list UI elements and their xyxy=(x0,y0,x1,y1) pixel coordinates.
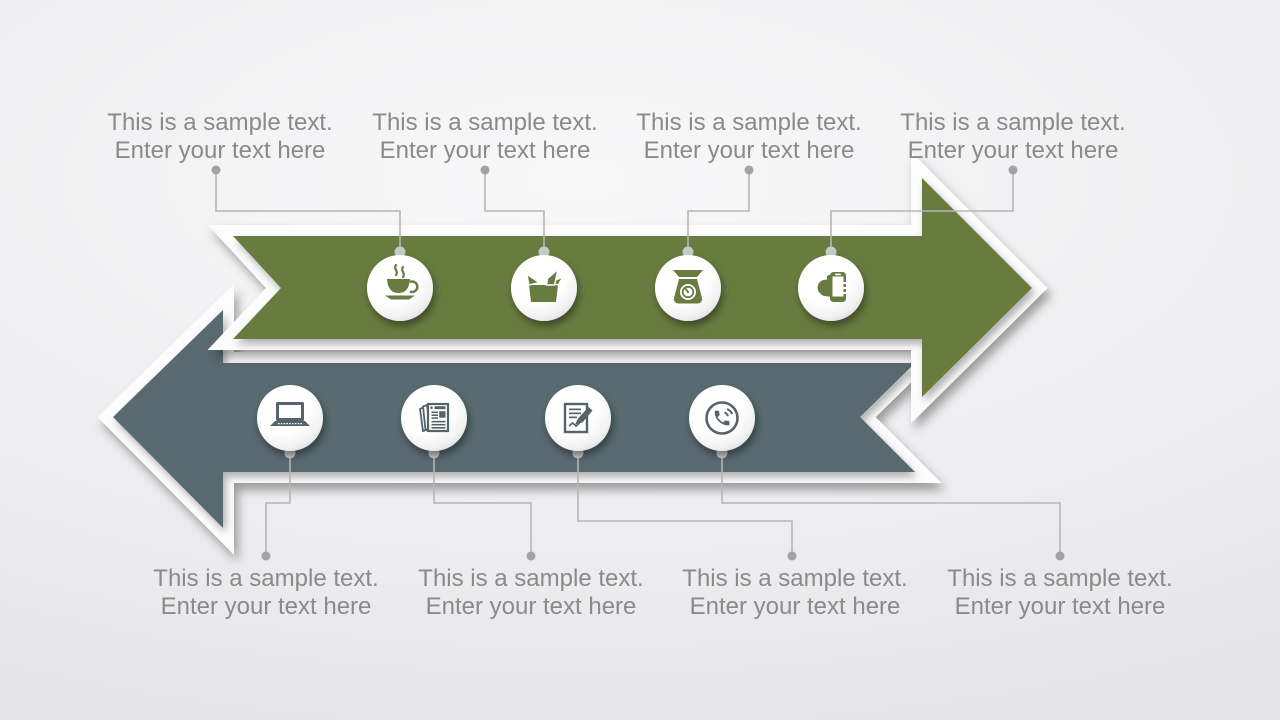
label-line-1: This is a sample text. xyxy=(682,565,907,592)
label-top-1: This is a sample text. Enter your text h… xyxy=(107,109,332,164)
green-arrow-right xyxy=(207,151,1048,424)
slate-arrow-left xyxy=(97,283,942,555)
label-line-2: Enter your text here xyxy=(161,593,372,620)
slate-arrow-body xyxy=(113,310,915,528)
step-circle-newspaper xyxy=(401,385,467,451)
step-circle-weight-scale xyxy=(655,255,721,321)
connector-line xyxy=(721,452,1061,556)
connector-line xyxy=(687,170,750,254)
label-line-2: Enter your text here xyxy=(380,137,591,164)
step-circle-edit-document xyxy=(545,385,611,451)
connector-dot xyxy=(787,551,797,561)
label-line-2: Enter your text here xyxy=(644,137,855,164)
label-line-2: Enter your text here xyxy=(426,593,637,620)
label-top-4: This is a sample text. Enter your text h… xyxy=(900,109,1125,164)
label-top-3: This is a sample text. Enter your text h… xyxy=(636,109,861,164)
newspaper-icon xyxy=(419,402,450,433)
connector-dot xyxy=(526,551,536,561)
weight-scale-icon xyxy=(673,270,703,304)
connector-line xyxy=(484,170,545,254)
label-line-1: This is a sample text. xyxy=(418,565,643,592)
label-bottom-3: This is a sample text. Enter your text h… xyxy=(682,565,907,620)
coffee-cup-icon xyxy=(385,263,419,300)
label-bottom-4: This is a sample text. Enter your text h… xyxy=(947,565,1172,620)
connector-dot xyxy=(211,165,221,175)
circle-hanger-knob xyxy=(825,246,837,258)
label-bottom-2: This is a sample text. Enter your text h… xyxy=(418,565,643,620)
connector-line xyxy=(577,452,793,556)
edit-document-icon xyxy=(563,402,593,434)
label-line-2: Enter your text here xyxy=(955,593,1166,620)
label-line-1: This is a sample text. xyxy=(947,565,1172,592)
label-line-2: Enter your text here xyxy=(690,593,901,620)
connector-line xyxy=(215,170,401,254)
circle-hanger-knob xyxy=(394,246,406,258)
label-bottom-1: This is a sample text. Enter your text h… xyxy=(153,565,378,620)
step-circle-coffee-cup xyxy=(367,255,433,321)
connector-line xyxy=(265,452,291,556)
label-line-1: This is a sample text. xyxy=(153,565,378,592)
open-box-icon xyxy=(526,267,564,302)
step-circle-phone-in-hand xyxy=(798,255,864,321)
label-line-1: This is a sample text. xyxy=(372,109,597,136)
circle-hanger-knob xyxy=(682,246,694,258)
connector-line xyxy=(830,170,1014,254)
phone-in-hand-icon xyxy=(817,272,849,302)
circle-hanger-knob xyxy=(538,246,550,258)
step-circle-open-box xyxy=(511,255,577,321)
step-circle-laptop xyxy=(257,385,323,451)
label-line-1: This is a sample text. xyxy=(636,109,861,136)
connector-lines xyxy=(215,170,1061,556)
label-line-1: This is a sample text. xyxy=(107,109,332,136)
connector-endpoint-dots xyxy=(211,165,1065,561)
label-line-2: Enter your text here xyxy=(115,137,326,164)
laptop-icon xyxy=(270,402,310,426)
connector-dot xyxy=(1008,165,1018,175)
connector-dot xyxy=(1055,551,1065,561)
label-line-1: This is a sample text. xyxy=(900,109,1125,136)
icon-circle xyxy=(689,385,755,451)
connector-dot xyxy=(480,165,490,175)
step-circle-phone-call xyxy=(689,385,755,451)
connector-dot xyxy=(261,551,271,561)
label-top-2: This is a sample text. Enter your text h… xyxy=(372,109,597,164)
label-line-2: Enter your text here xyxy=(908,137,1119,164)
connector-line xyxy=(433,452,532,556)
connector-dot xyxy=(744,165,754,175)
green-arrow-body xyxy=(233,178,1032,397)
phone-call-icon xyxy=(705,401,739,435)
